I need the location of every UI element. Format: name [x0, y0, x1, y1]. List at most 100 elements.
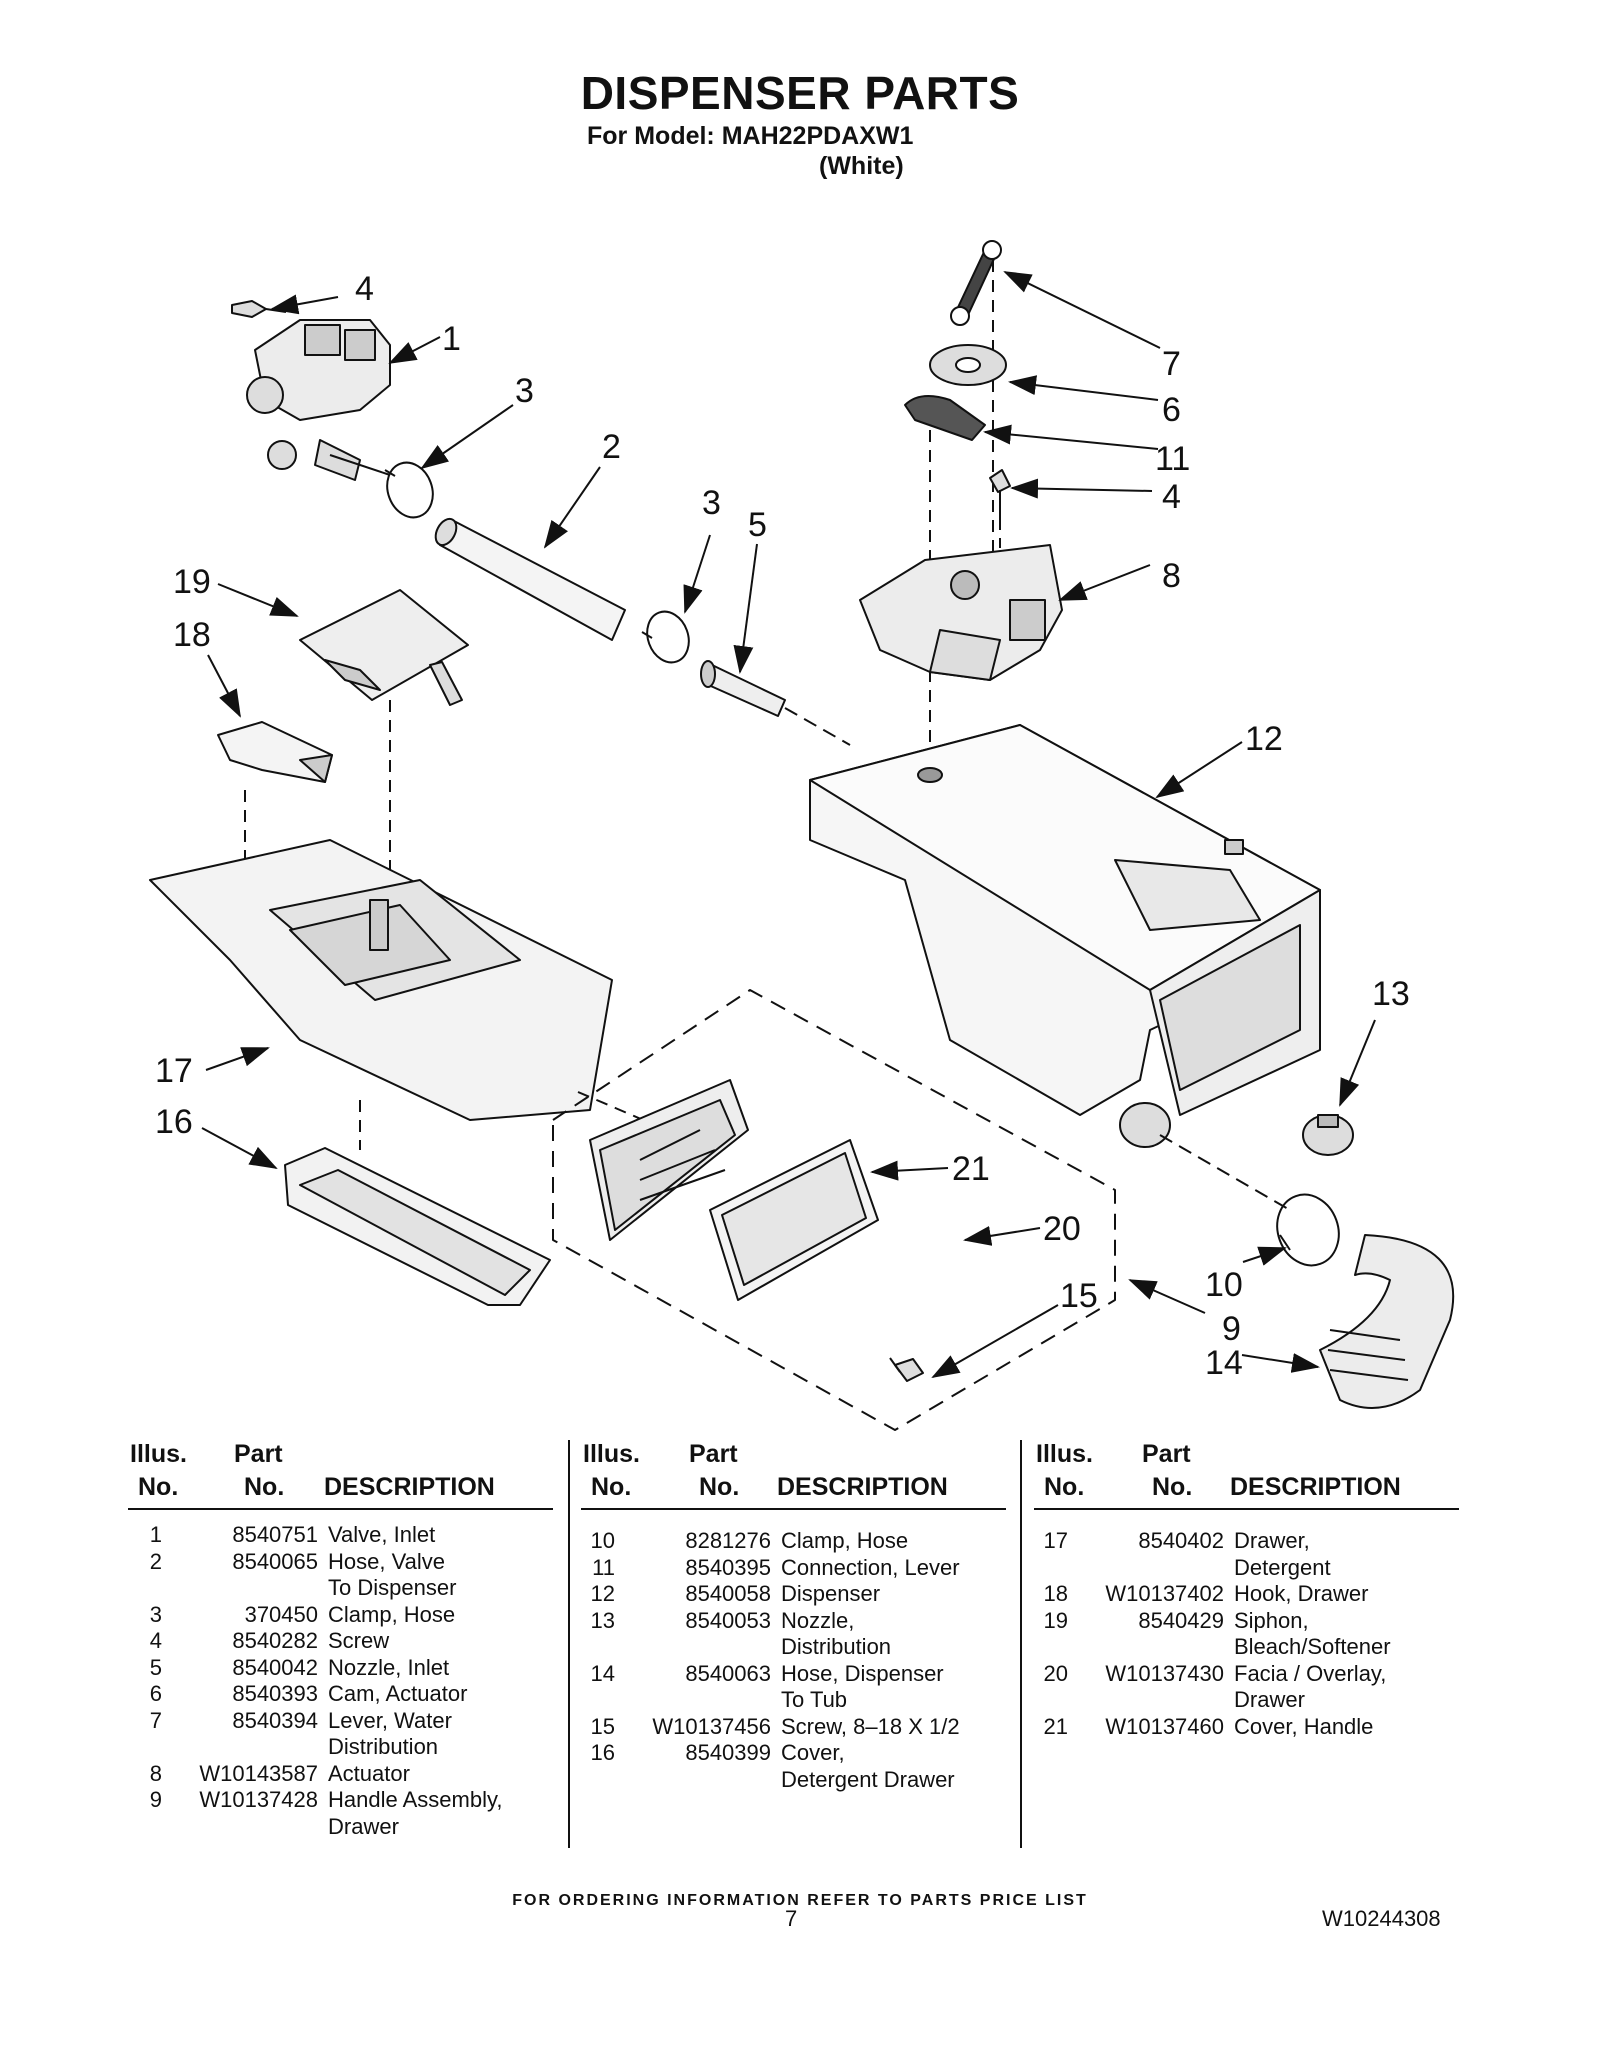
illus-no: 10 [590, 1528, 615, 1553]
description-line: Handle Assembly, [328, 1787, 503, 1812]
handle-cover-part-21 [589, 1079, 749, 1241]
part-no: 8540394 [232, 1707, 318, 1733]
description-line: Cover, Handle [1234, 1713, 1374, 1739]
hose-clamp-part-3-left [384, 461, 434, 519]
page-number: 7 [785, 1906, 798, 1931]
facia-overlay-part-20 [709, 1139, 879, 1301]
description-line: Cover, [781, 1740, 845, 1765]
color-line: (White) [819, 152, 904, 180]
page-title: DISPENSER PARTS [580, 67, 1020, 119]
part-no: 8540751 [232, 1522, 318, 1547]
hose-part-2 [434, 517, 626, 641]
ordering-note: FOR ORDERING INFORMATION REFER TO PARTS … [512, 1892, 1088, 1909]
hdr-part-2: No. [1152, 1473, 1193, 1501]
part-no: 8281276 [685, 1528, 771, 1553]
description-line: Clamp, Hose [781, 1528, 909, 1553]
description-line: Screw [328, 1628, 390, 1653]
part-no: 8540399 [685, 1740, 771, 1765]
illus-no: 21 [1043, 1713, 1068, 1739]
table-divider-2 [1020, 1440, 1022, 1848]
part-no: 8540282 [232, 1628, 318, 1653]
hose-clamp-part-10 [1276, 1193, 1340, 1267]
part-no: 8540053 [685, 1607, 771, 1633]
illus-no: 7 [149, 1707, 162, 1733]
callout-13: 13 [1372, 975, 1410, 1013]
part-no: W10137428 [199, 1787, 318, 1812]
description-line: Screw, 8–18 X 1/2 [781, 1713, 960, 1739]
description-line: Actuator [328, 1760, 410, 1786]
part-no: W10137402 [1105, 1581, 1224, 1606]
part-no: W10137430 [1105, 1660, 1224, 1686]
description-line: Dispenser [781, 1581, 881, 1606]
illus-no: 6 [149, 1681, 162, 1706]
callout-labels: 4 1 3 2 3 5 7 6 11 4 8 19 18 12 13 17 16… [155, 270, 1410, 1382]
drawer-hook-part-18 [217, 721, 333, 783]
screw-part-4-right [989, 469, 1011, 520]
illus-no: 12 [590, 1581, 615, 1606]
part-no: 8540395 [685, 1554, 771, 1580]
hose-clamp-part-3-right [641, 610, 690, 664]
hdr-illus-2: No. [1044, 1473, 1085, 1501]
parts-table-col-2: Illus. No. Part No. DESCRIPTION 10 828127… [581, 1440, 1006, 1792]
hdr-part-1: Part [234, 1440, 283, 1468]
part-no: W10137460 [1105, 1713, 1224, 1739]
siphon-part-19 [299, 589, 469, 706]
illus-no: 9 [149, 1787, 162, 1812]
callout-21: 21 [952, 1150, 990, 1188]
illus-no: 18 [1043, 1581, 1068, 1606]
table-divider-1 [568, 1440, 570, 1848]
description-line: Cam, Actuator [328, 1681, 468, 1706]
illus-no: 11 [592, 1554, 615, 1580]
callout-5: 5 [748, 506, 767, 544]
callout-10: 10 [1205, 1266, 1243, 1304]
hdr-description: DESCRIPTION [324, 1473, 495, 1501]
hdr-part-1: Part [689, 1440, 738, 1468]
part-no: 8540042 [232, 1654, 318, 1680]
hdr-description: DESCRIPTION [777, 1473, 948, 1501]
description-line: Detergent Drawer [781, 1766, 955, 1792]
illus-no: 5 [149, 1654, 162, 1680]
table-header: Illus. No. Part No. DESCRIPTION [128, 1440, 553, 1510]
callout-17: 17 [155, 1052, 193, 1090]
illus-no: 13 [590, 1607, 615, 1633]
dispenser-hose-part-14 [1319, 1234, 1455, 1409]
description-line: Nozzle, [781, 1607, 855, 1633]
screw-part-4-left [231, 300, 287, 318]
description-line: Drawer, [1234, 1528, 1310, 1553]
description-line: Drawer [328, 1813, 399, 1839]
illus-no: 2 [149, 1548, 162, 1574]
illus-no: 16 [590, 1740, 615, 1765]
illus-no: 15 [590, 1713, 615, 1739]
part-no: W10137456 [652, 1713, 771, 1739]
parts-table-col-1: Illus. No. Part No. DESCRIPTION 1 8540751… [128, 1440, 553, 1839]
description-line: Hose, Dispenser [781, 1660, 944, 1686]
description-line: Clamp, Hose [328, 1601, 456, 1627]
description-line: To Tub [781, 1687, 848, 1712]
description-line: Lever, Water [328, 1707, 452, 1733]
illus-no: 1 [149, 1522, 162, 1547]
description-line: Detergent [1234, 1554, 1331, 1580]
callout-9: 9 [1222, 1310, 1241, 1348]
illus-no: 14 [590, 1660, 615, 1686]
exploded-parts-diagram: 4 1 3 2 3 5 7 6 11 4 8 19 18 12 13 17 16… [149, 240, 1455, 1431]
description-line: Drawer [1234, 1687, 1305, 1712]
detergent-drawer-cover-part-16 [284, 1147, 551, 1306]
leader-arrows [201, 271, 1376, 1378]
description-line: Valve, Inlet [328, 1522, 436, 1547]
description-line: Hook, Drawer [1234, 1581, 1369, 1606]
hdr-part-2: No. [244, 1473, 285, 1501]
inlet-nozzle-part-5 [700, 660, 786, 717]
hdr-illus-2: No. [138, 1473, 179, 1501]
part-no: 8540393 [232, 1681, 318, 1706]
hdr-illus-1: Illus. [583, 1440, 640, 1468]
callout-6: 6 [1162, 391, 1181, 429]
table-header: Illus. No. Part No. DESCRIPTION [581, 1440, 1006, 1510]
callout-4-top: 4 [355, 270, 374, 308]
description-line: Connection, Lever [781, 1554, 960, 1580]
illus-no: 20 [1043, 1660, 1068, 1686]
model-line: For Model: MAH22PDAXW1 [587, 122, 914, 150]
screw-part-15 [889, 1357, 924, 1382]
illus-no: 19 [1043, 1607, 1068, 1633]
part-no: 370450 [244, 1601, 318, 1627]
actuator-cam-part-6 [929, 344, 1007, 386]
